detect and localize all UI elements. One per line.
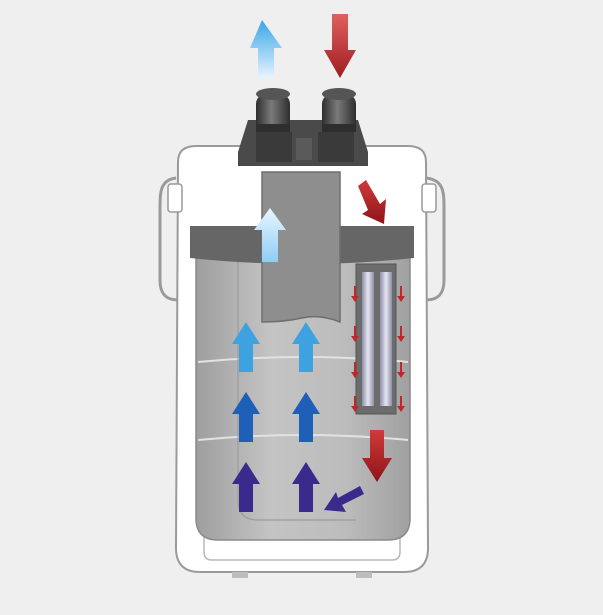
arrow-down-icon <box>351 286 359 302</box>
head-collar-left <box>256 132 292 162</box>
arrow-down-icon <box>397 396 405 412</box>
arrow-down-icon <box>397 362 405 378</box>
valve-knob-icon <box>256 88 290 132</box>
arrow-down-icon <box>351 396 359 412</box>
arrow-up-icon <box>232 392 260 442</box>
housing-base-inner <box>203 514 401 561</box>
tray-inner-edge <box>237 262 356 521</box>
arrow-up-icon <box>292 462 320 512</box>
arrow-up-icon <box>292 322 320 372</box>
foot-left <box>232 572 248 578</box>
arrow-down-icon <box>351 362 359 378</box>
arrow-down-icon <box>362 430 392 482</box>
left-handle <box>158 176 179 302</box>
filter-cartridge <box>355 263 397 415</box>
arrow-down-icon <box>351 326 359 342</box>
cartridge-tube-right <box>380 272 392 406</box>
valve-knob-icon <box>322 88 356 132</box>
cartridge-flow-left <box>351 286 359 412</box>
latch-right <box>421 183 437 213</box>
arrow-up-icon <box>232 322 260 372</box>
cartridge-flow-right <box>397 286 405 412</box>
head-connector <box>296 138 312 160</box>
latch-left <box>167 183 183 213</box>
arrow-up-icon <box>232 462 260 512</box>
right-handle <box>425 176 446 302</box>
head-collar-right <box>318 132 354 162</box>
foot-right <box>356 572 372 578</box>
arrow-down-left-icon <box>324 486 364 512</box>
arrow-up-icon <box>250 20 282 78</box>
arrow-down-icon <box>324 14 356 78</box>
arrow-up-icon <box>254 208 286 262</box>
arrow-up-icon <box>292 392 320 442</box>
center-pipe <box>261 171 341 324</box>
arrow-down-icon <box>358 180 386 224</box>
cartridge-tube-left <box>362 272 374 406</box>
arrow-down-icon <box>397 286 405 302</box>
arrow-down-icon <box>397 326 405 342</box>
filter-head <box>238 88 368 166</box>
